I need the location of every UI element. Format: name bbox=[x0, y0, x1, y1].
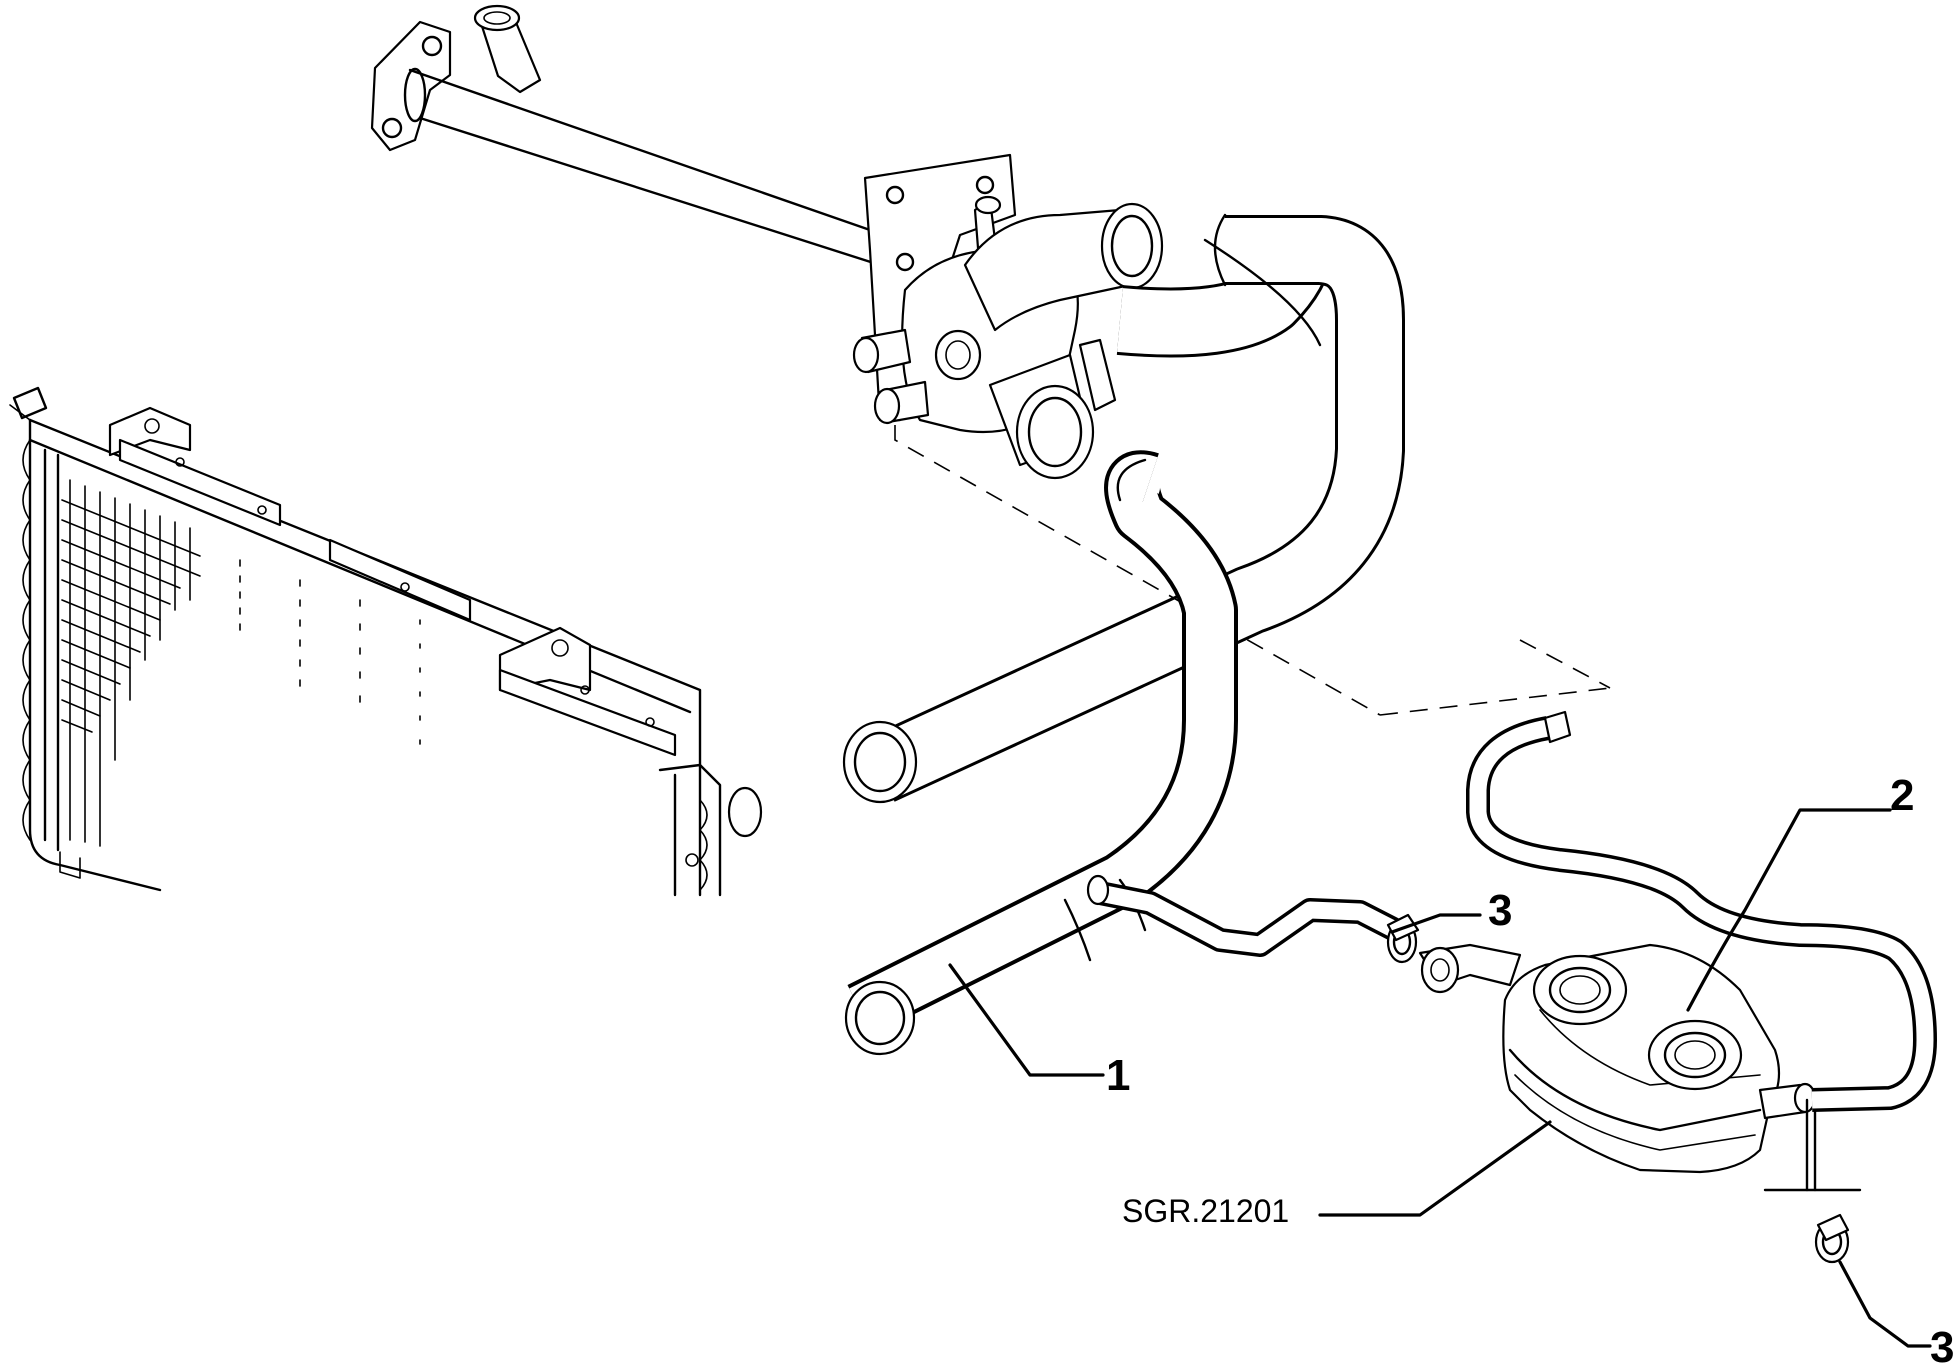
hose-part-2 bbox=[1466, 710, 1937, 1112]
hose-part-1 bbox=[844, 450, 1401, 1056]
hose-clamp-upper bbox=[1386, 913, 1420, 964]
callout-3-upper: 3 bbox=[1488, 886, 1512, 935]
coolant-pipe-and-thermostat-housing bbox=[370, 4, 1164, 480]
reference-code: SGR.21201 bbox=[1122, 1193, 1289, 1229]
callout-leaders bbox=[948, 808, 1932, 1348]
callout-3-lower: 3 bbox=[1930, 1323, 1954, 1366]
assembly-dashed-guides bbox=[894, 425, 1611, 716]
heat-exchanger bbox=[1418, 943, 1817, 1174]
callout-2: 2 bbox=[1890, 771, 1914, 820]
callout-1: 1 bbox=[1106, 1051, 1130, 1100]
hose-clamp-lower bbox=[1763, 1098, 1862, 1264]
radiator bbox=[9, 386, 763, 897]
hose-bypass-upper bbox=[842, 213, 1405, 804]
